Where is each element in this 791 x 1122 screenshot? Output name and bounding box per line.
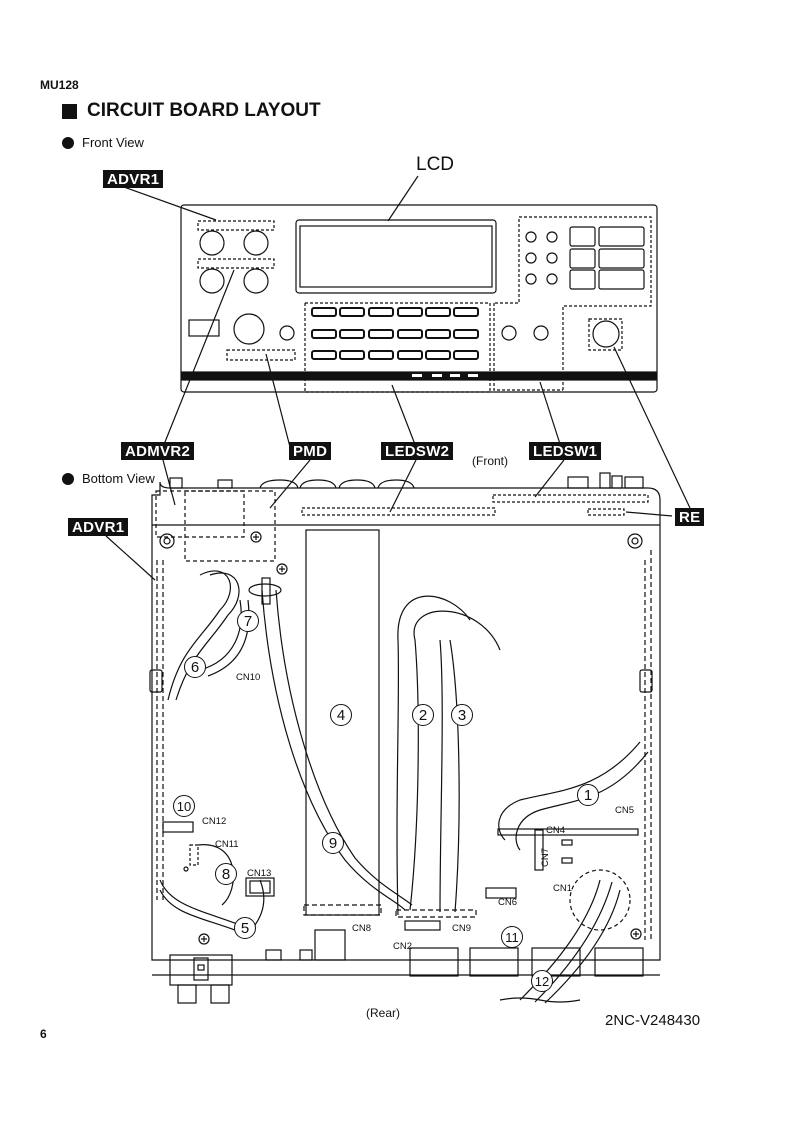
advr1-dashed-region <box>197 220 275 231</box>
page-number: 6 <box>40 1027 47 1041</box>
cable-callout-2: 2 <box>412 704 434 726</box>
cable-callout-7: 7 <box>237 610 259 632</box>
bottom-chassis <box>105 459 673 1004</box>
cable-callout-4: 4 <box>330 704 352 726</box>
front-panel-outline <box>180 204 658 393</box>
tag-advr1-bottom: ADVR1 <box>68 518 129 536</box>
re-pcb-outline <box>587 508 625 516</box>
front-direction-label: (Front) <box>472 454 508 468</box>
pmd-dashed-region <box>226 349 296 361</box>
bottom-view-label: Bottom View <box>82 471 155 486</box>
front-view-heading: Front View <box>62 135 144 150</box>
tag-ledsw1: LEDSW1 <box>529 442 602 460</box>
ledsw1-dashed-region <box>493 303 563 391</box>
bullet-dot-icon <box>62 136 74 149</box>
cable-callout-10: 10 <box>173 795 195 817</box>
connector-cn2: CN2 <box>393 941 413 952</box>
bottom-view-heading: Bottom View <box>62 471 155 486</box>
cable-callout-9: 9 <box>322 832 344 854</box>
connector-cn4: CN4 <box>546 825 566 836</box>
ledsw2-buttons <box>311 307 479 360</box>
knobs-advr1 <box>199 230 269 294</box>
lcd-window <box>299 225 493 288</box>
connector-cn10: CN10 <box>236 672 261 683</box>
section-title-text: CIRCUIT BOARD LAYOUT <box>87 100 321 121</box>
bullet-dot-icon <box>62 472 74 485</box>
connector-cn9: CN9 <box>452 923 472 934</box>
cn5-outline <box>497 828 639 836</box>
phones-jack <box>188 319 220 337</box>
connector-cn8: CN8 <box>352 923 372 934</box>
ledsw1-pcb-outline <box>492 494 649 503</box>
admvr2-dashed-region <box>197 258 275 269</box>
cable-callout-12: 12 <box>531 970 553 992</box>
model-number: MU128 <box>40 78 79 92</box>
front-view-label: Front View <box>82 135 144 150</box>
front-panel <box>123 175 691 509</box>
connector-cn1: CN1 <box>553 883 573 894</box>
section-title: CIRCUIT BOARD LAYOUT <box>62 100 321 122</box>
cable-callout-11: 11 <box>501 926 523 948</box>
cable-callout-1: 1 <box>577 784 599 806</box>
connector-cn11: CN11 <box>215 839 239 850</box>
connector-cn12: CN12 <box>202 816 227 827</box>
tag-pmd: PMD <box>289 442 332 460</box>
document-code: 2NC-V248430 <box>605 1012 701 1029</box>
connector-cn6: CN6 <box>498 897 518 908</box>
rotary-encoder <box>592 320 620 348</box>
cable-callout-6: 6 <box>184 656 206 678</box>
tag-ledsw2: LEDSW2 <box>381 442 454 460</box>
square-bullet-icon <box>62 103 77 119</box>
lcd-label: LCD <box>416 154 455 175</box>
lcd-frame <box>295 219 497 294</box>
cable-callout-3: 3 <box>451 704 473 726</box>
cable-callout-5: 5 <box>234 917 256 939</box>
small-knob <box>279 325 295 341</box>
tag-advr1-front: ADVR1 <box>103 170 164 188</box>
connector-cn5: CN5 <box>615 805 635 816</box>
tag-admvr2: ADMVR2 <box>121 442 195 460</box>
connector-cn7: CN7 <box>540 847 552 868</box>
tag-re: RE <box>675 508 705 526</box>
connector-cn13: CN13 <box>247 868 272 879</box>
volume-knob <box>233 313 265 345</box>
rear-direction-label: (Rear) <box>366 1006 401 1020</box>
cable-callout-8: 8 <box>215 863 237 885</box>
ledsw2-pcb-outline <box>301 507 496 516</box>
